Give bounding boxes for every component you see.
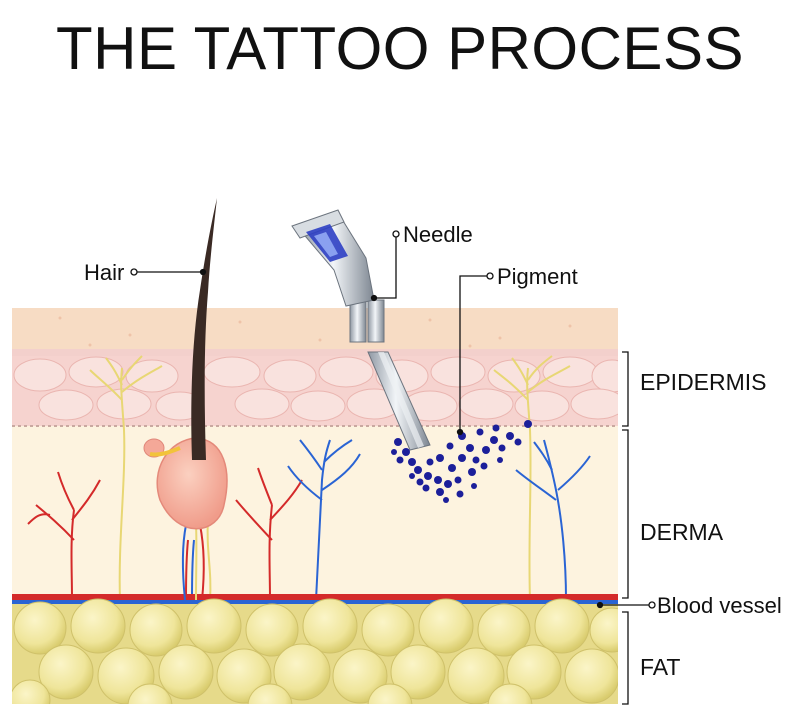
- hair-shaft: [191, 198, 217, 460]
- nerves: [89, 355, 571, 601]
- blood-vessel-label: Blood vessel: [657, 593, 782, 618]
- pigment-label: Pigment: [497, 264, 578, 289]
- fat-label: FAT: [640, 654, 680, 680]
- derma-layer: [12, 425, 618, 600]
- arteries: [27, 467, 303, 601]
- needle-label: Needle: [403, 222, 473, 247]
- epidermis-label: EPIDERMIS: [640, 369, 767, 395]
- hair-label: Hair: [84, 260, 124, 285]
- hair-follicle: [143, 437, 228, 601]
- pigment-particles: [391, 420, 532, 503]
- skin-surface-layer: [12, 308, 618, 353]
- callouts: [130, 230, 656, 705]
- veins: [191, 439, 591, 601]
- derma-label: DERMA: [640, 519, 724, 545]
- needle-icon: [291, 209, 431, 451]
- page-title: THE TATTOO PROCESS: [56, 15, 744, 82]
- blood-vessel-band: [12, 594, 618, 601]
- fat-cells: [12, 598, 618, 704]
